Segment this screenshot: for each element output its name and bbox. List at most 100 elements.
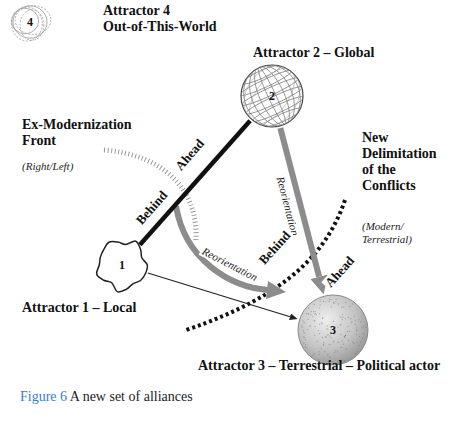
- texture-dot: [319, 324, 320, 325]
- texture-dot: [305, 347, 306, 348]
- conflict-subtitle: (Modern/ Terrestrial): [362, 220, 434, 246]
- texture-dot: [312, 316, 313, 317]
- texture-dot: [355, 353, 356, 354]
- texture-dot: [319, 333, 320, 334]
- texture-dot: [356, 330, 357, 331]
- texture-dot: [304, 322, 305, 323]
- texture-dot: [349, 331, 350, 332]
- texture-dot: [325, 302, 326, 303]
- texture-dot: [351, 321, 352, 322]
- texture-dot: [342, 319, 343, 320]
- texture-dot: [328, 344, 329, 345]
- texture-dot: [303, 330, 304, 331]
- texture-dot: [340, 347, 341, 348]
- texture-dot: [338, 303, 339, 304]
- texture-dot: [363, 333, 364, 334]
- callout-number: 3: [297, 294, 369, 366]
- texture-dot: [334, 352, 335, 353]
- texture-dot: [317, 341, 318, 342]
- texture-dot: [312, 355, 313, 356]
- texture-dot: [335, 299, 336, 300]
- texture-dot: [331, 299, 332, 300]
- direction-label: Ahead: [321, 252, 358, 291]
- texture-dot: [337, 342, 338, 343]
- texture-dot: [345, 318, 346, 319]
- texture-dot: [341, 347, 342, 348]
- texture-dot: [360, 341, 361, 342]
- texture-dot: [322, 318, 323, 319]
- texture-dot: [332, 341, 333, 342]
- texture-dot: [345, 335, 346, 336]
- texture-dot: [308, 308, 309, 309]
- attractor-title: Attractor 2 – Global: [253, 45, 374, 61]
- texture-dot: [361, 327, 362, 328]
- texture-dot: [308, 313, 309, 314]
- texture-dot: [327, 334, 328, 335]
- texture-dot: [347, 326, 348, 327]
- texture-dot: [320, 304, 321, 305]
- texture-dot: [356, 327, 357, 328]
- texture-dot: [334, 303, 335, 304]
- attractor-node: 3Attractor 3 – Terrestrial – Political a…: [297, 294, 369, 366]
- texture-dot: [320, 301, 321, 302]
- texture-dot: [318, 330, 319, 331]
- texture-dot: [358, 345, 359, 346]
- texture-dot: [355, 320, 356, 321]
- texture-dot: [331, 337, 332, 338]
- texture-dot: [340, 324, 341, 325]
- texture-dot: [326, 337, 327, 338]
- texture-dot: [345, 349, 346, 350]
- texture-dot: [345, 335, 346, 336]
- texture-dot: [363, 326, 364, 327]
- texture-dot: [357, 342, 358, 343]
- texture-dot: [314, 320, 315, 321]
- texture-dot: [335, 301, 336, 302]
- texture-dot: [356, 329, 357, 330]
- texture-dot: [322, 317, 323, 318]
- texture-dot: [306, 347, 307, 348]
- texture-dot: [340, 317, 341, 318]
- texture-dot: [309, 325, 310, 326]
- attractor-node: 1Attractor 1 – Local: [96, 239, 148, 291]
- texture-dot: [323, 342, 324, 343]
- texture-dot: [352, 341, 353, 342]
- texture-dot: [323, 344, 324, 345]
- texture-dot: [329, 357, 330, 358]
- globe-parallel: [251, 93, 306, 124]
- attractor-title: Attractor 1 – Local: [22, 300, 136, 316]
- texture-dot: [319, 307, 320, 308]
- terrestrial-sphere: [298, 295, 368, 365]
- texture-dot: [340, 334, 341, 335]
- texture-dot: [302, 320, 303, 321]
- texture-dot: [313, 320, 314, 321]
- texture-dot: [359, 336, 360, 337]
- texture-dot: [308, 313, 309, 314]
- texture-dot: [318, 351, 319, 352]
- attractor-node: 2Attractor 2 – Global: [240, 64, 304, 128]
- texture-dot: [321, 323, 322, 324]
- texture-dot: [311, 311, 312, 312]
- figure-caption: Figure 6 A new set of alliances: [20, 388, 193, 405]
- globe-meridian: [240, 59, 303, 134]
- texture-dot: [322, 337, 323, 338]
- texture-dot: [353, 343, 354, 344]
- front-title: Ex-Modernization Front: [22, 117, 150, 149]
- direction-label: Ahead: [171, 135, 208, 175]
- texture-dot: [333, 302, 334, 303]
- scribble-ring: [11, 8, 38, 34]
- thin-arrow: [148, 273, 290, 317]
- globe-meridian: [234, 55, 311, 136]
- texture-dot: [349, 306, 350, 307]
- attractor-node: 4Attractor 4 Out-of-This-World: [13, 5, 47, 39]
- texture-dot: [304, 337, 305, 338]
- texture-dot: [341, 340, 342, 341]
- texture-dot: [326, 328, 327, 329]
- callout-number: 1: [96, 239, 148, 291]
- texture-dot: [344, 337, 345, 338]
- texture-dot: [350, 322, 351, 323]
- texture-dot: [345, 302, 346, 303]
- texture-dot: [319, 353, 320, 354]
- texture-dot: [354, 315, 355, 316]
- texture-dot: [329, 301, 330, 302]
- texture-dot: [327, 329, 328, 330]
